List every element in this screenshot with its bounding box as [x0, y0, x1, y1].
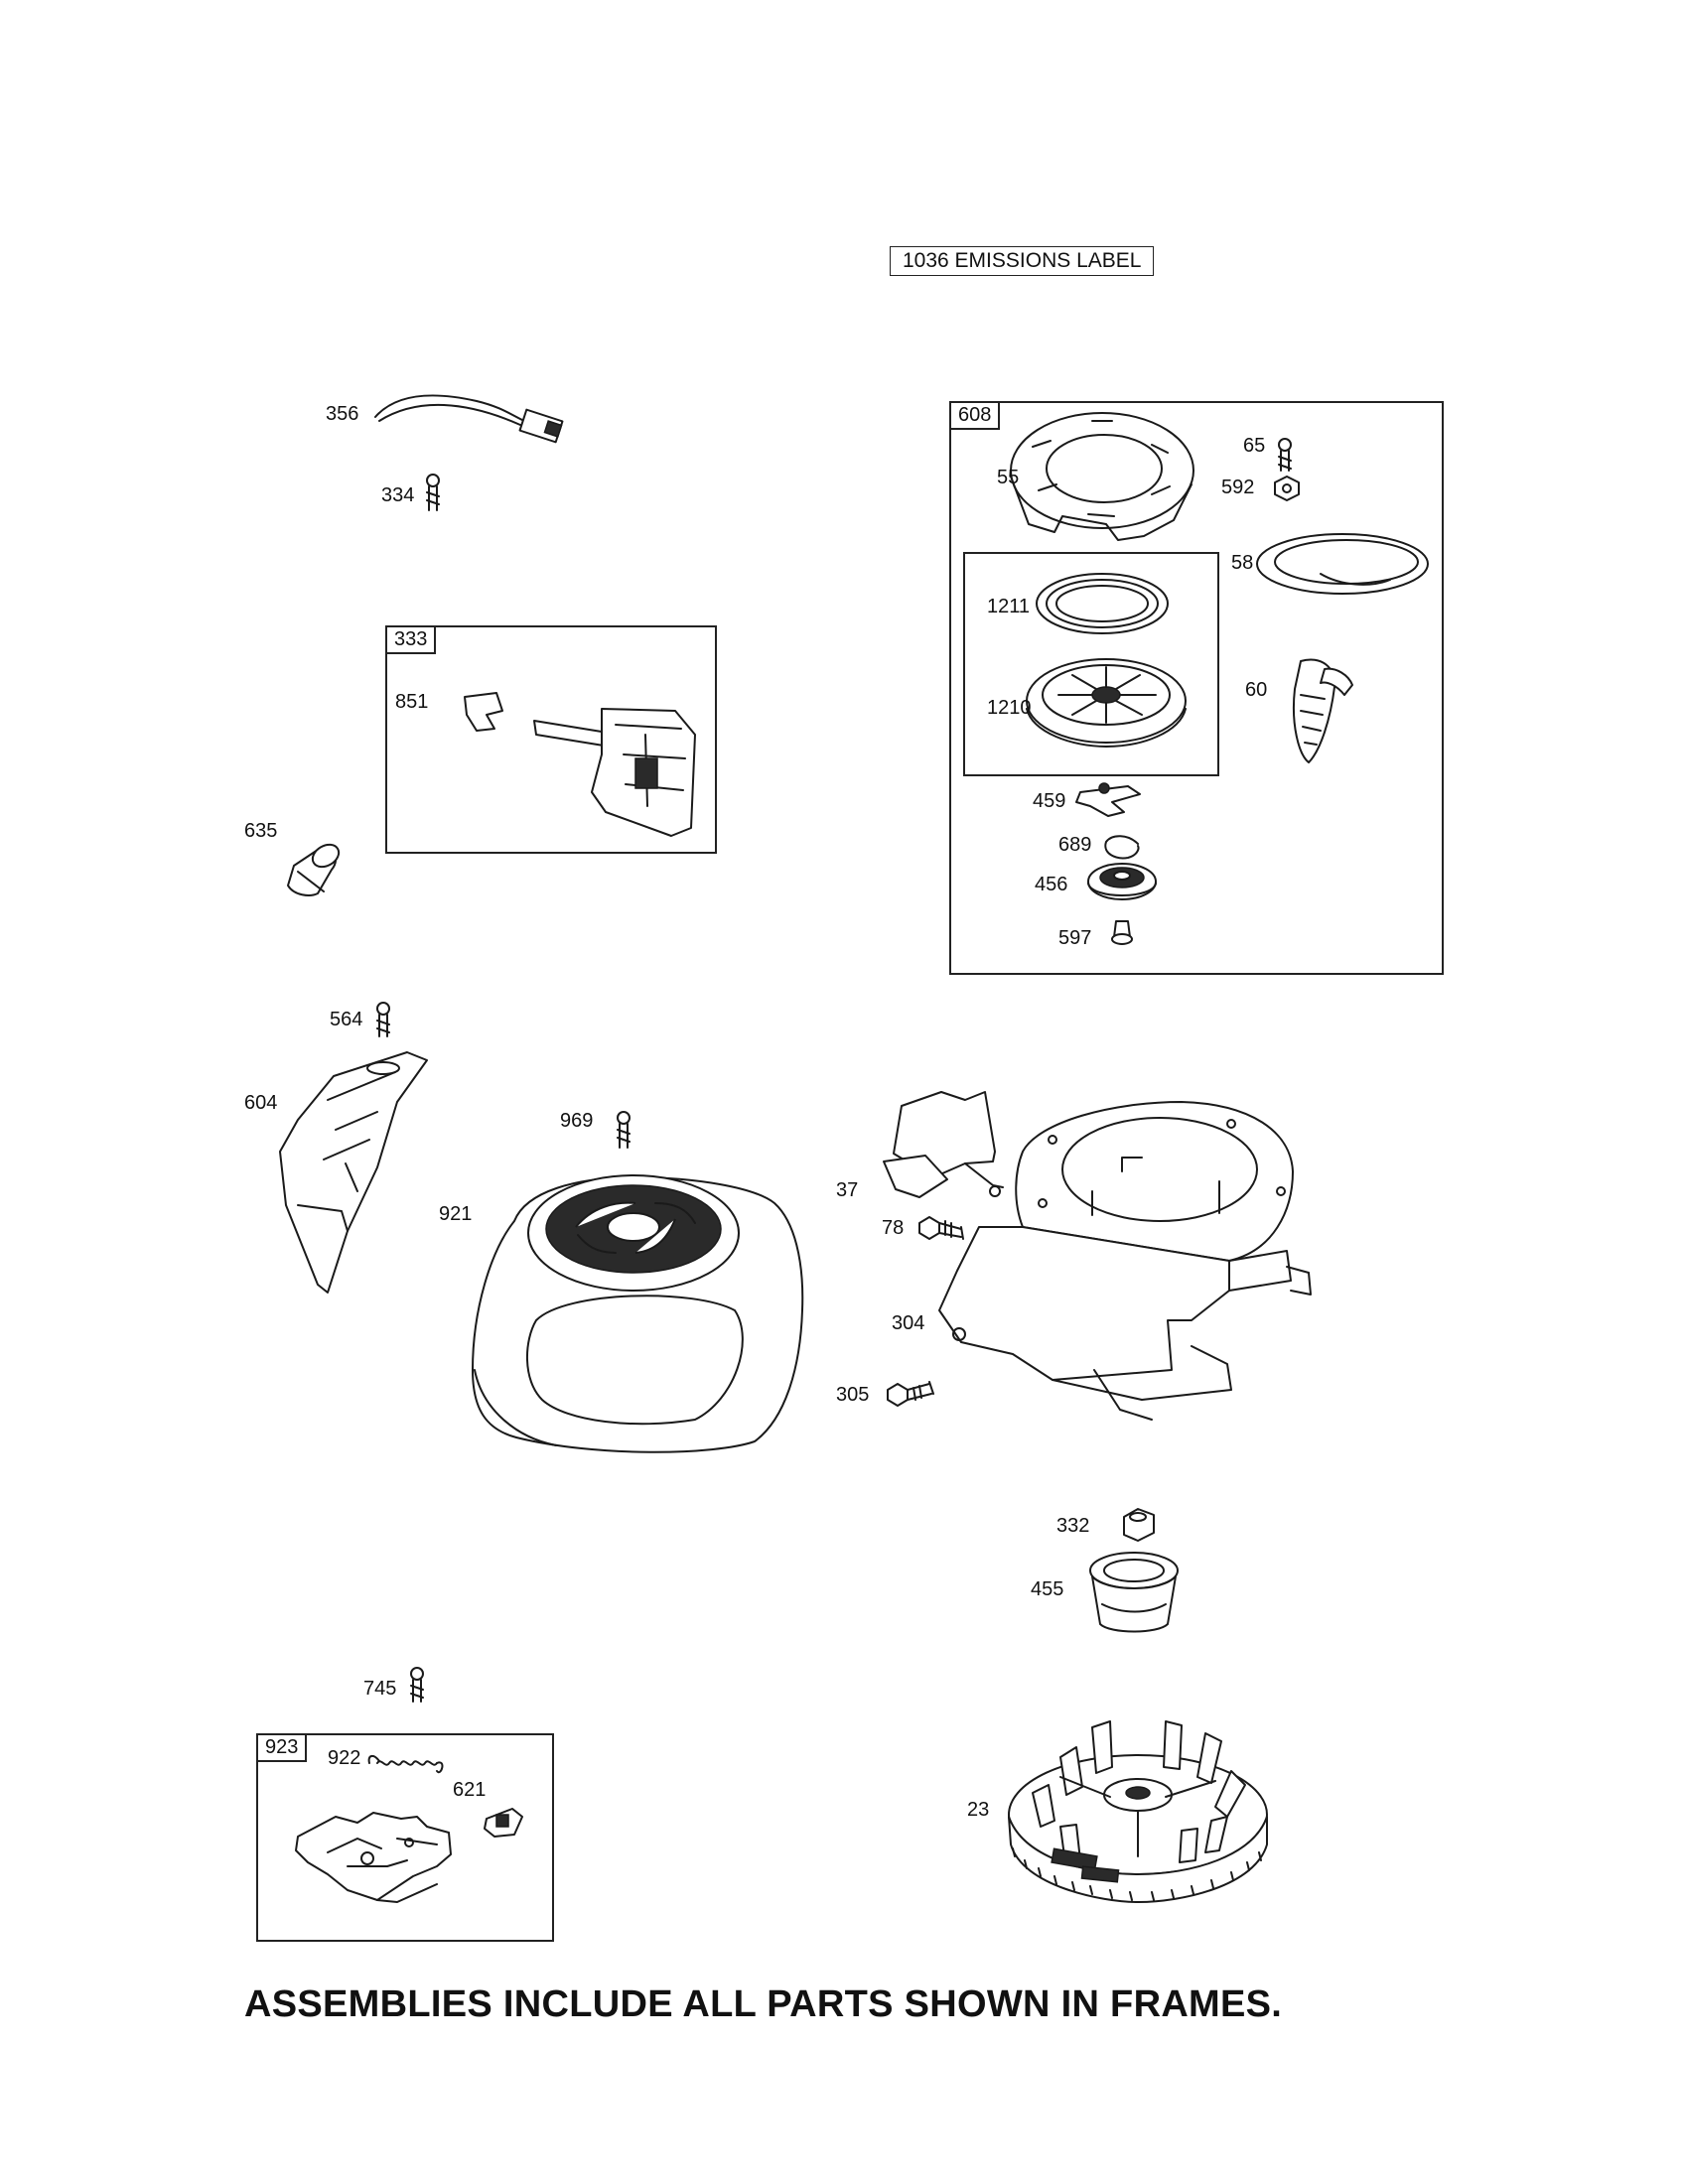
flywheel-nut-drawing	[1123, 1508, 1155, 1542]
terminal-851-drawing	[464, 692, 503, 732]
starter-handle-drawing	[1293, 658, 1353, 763]
callout-635: 635	[244, 820, 278, 842]
emissions-label-box: 1036 EMISSIONS LABEL	[890, 246, 1155, 276]
screw-969-drawing	[617, 1111, 631, 1149]
callout-1210: 1210	[987, 697, 1032, 719]
ground-wire-drawing	[374, 394, 564, 444]
cylinder-shield-drawing	[938, 1101, 1312, 1421]
assemblies-footer-note: ASSEMBLIES INCLUDE ALL PARTS SHOWN IN FR…	[244, 1983, 1283, 2025]
spark-plug-boot-drawing	[287, 843, 341, 896]
screw-65-drawing	[1278, 438, 1292, 472]
frame-608-tag: 608	[951, 403, 1001, 430]
screw-78-drawing	[918, 1216, 964, 1240]
ratchet-drawing	[1087, 863, 1157, 900]
rewind-spring-drawing	[1036, 573, 1169, 634]
screw-334-drawing	[426, 474, 440, 511]
callout-37: 37	[836, 1179, 859, 1201]
air-guide-604-drawing	[279, 1051, 428, 1294]
callout-1211: 1211	[987, 596, 1031, 617]
callout-334: 334	[381, 484, 415, 506]
air-guide-37-drawing	[883, 1091, 1004, 1198]
callout-604: 604	[244, 1092, 278, 1114]
frame-608-rewind-starter: 608	[949, 401, 1444, 975]
callout-78: 78	[882, 1217, 905, 1239]
callout-65: 65	[1243, 435, 1266, 457]
callout-455: 455	[1031, 1578, 1064, 1600]
callout-58: 58	[1231, 552, 1254, 574]
callout-592: 592	[1221, 477, 1255, 498]
governor-link-drawing	[484, 1808, 523, 1838]
starter-pulley-drawing	[1026, 658, 1187, 748]
starter-housing-drawing	[1010, 412, 1194, 541]
callout-459: 459	[1033, 790, 1066, 812]
governor-spring-drawing	[367, 1755, 444, 1774]
callout-564: 564	[330, 1009, 363, 1030]
frame-pulley-subassembly	[963, 552, 1219, 776]
blower-housing-drawing	[472, 1174, 804, 1453]
callout-304: 304	[892, 1312, 925, 1334]
starter-clutch-drawing	[1089, 1552, 1179, 1633]
callout-851: 851	[395, 691, 429, 713]
callout-597: 597	[1058, 927, 1092, 949]
callout-969: 969	[560, 1110, 594, 1132]
callout-921: 921	[439, 1203, 473, 1225]
frame-923-governor: 923	[256, 1733, 554, 1942]
frame-923-tag: 923	[258, 1735, 308, 1762]
governor-control-drawing	[295, 1812, 452, 1903]
callout-23: 23	[967, 1799, 990, 1821]
callout-922: 922	[328, 1747, 361, 1769]
callout-621: 621	[453, 1779, 487, 1801]
starter-rope-drawing	[1256, 533, 1429, 595]
callout-60: 60	[1245, 679, 1268, 701]
callout-689: 689	[1058, 834, 1092, 856]
callout-456: 456	[1035, 874, 1068, 895]
screw-745-drawing	[410, 1667, 424, 1703]
callout-332: 332	[1056, 1515, 1090, 1537]
starter-dog-drawing	[1075, 782, 1141, 817]
callout-745: 745	[363, 1678, 397, 1700]
nut-592-drawing	[1274, 476, 1300, 501]
emissions-label-text: 1036 EMISSIONS LABEL	[903, 249, 1142, 272]
frame-333-tag: 333	[387, 627, 437, 654]
screw-564-drawing	[376, 1002, 390, 1037]
screw-597-drawing	[1111, 920, 1133, 945]
screw-305-drawing	[887, 1381, 934, 1407]
frame-333-ignition: 333	[385, 625, 717, 854]
callout-356: 356	[326, 403, 359, 425]
callout-305: 305	[836, 1384, 870, 1406]
flywheel-drawing	[1008, 1720, 1268, 1903]
retainer-ring-drawing	[1104, 835, 1140, 860]
callout-55: 55	[997, 467, 1020, 488]
armature-333-drawing	[533, 708, 696, 837]
